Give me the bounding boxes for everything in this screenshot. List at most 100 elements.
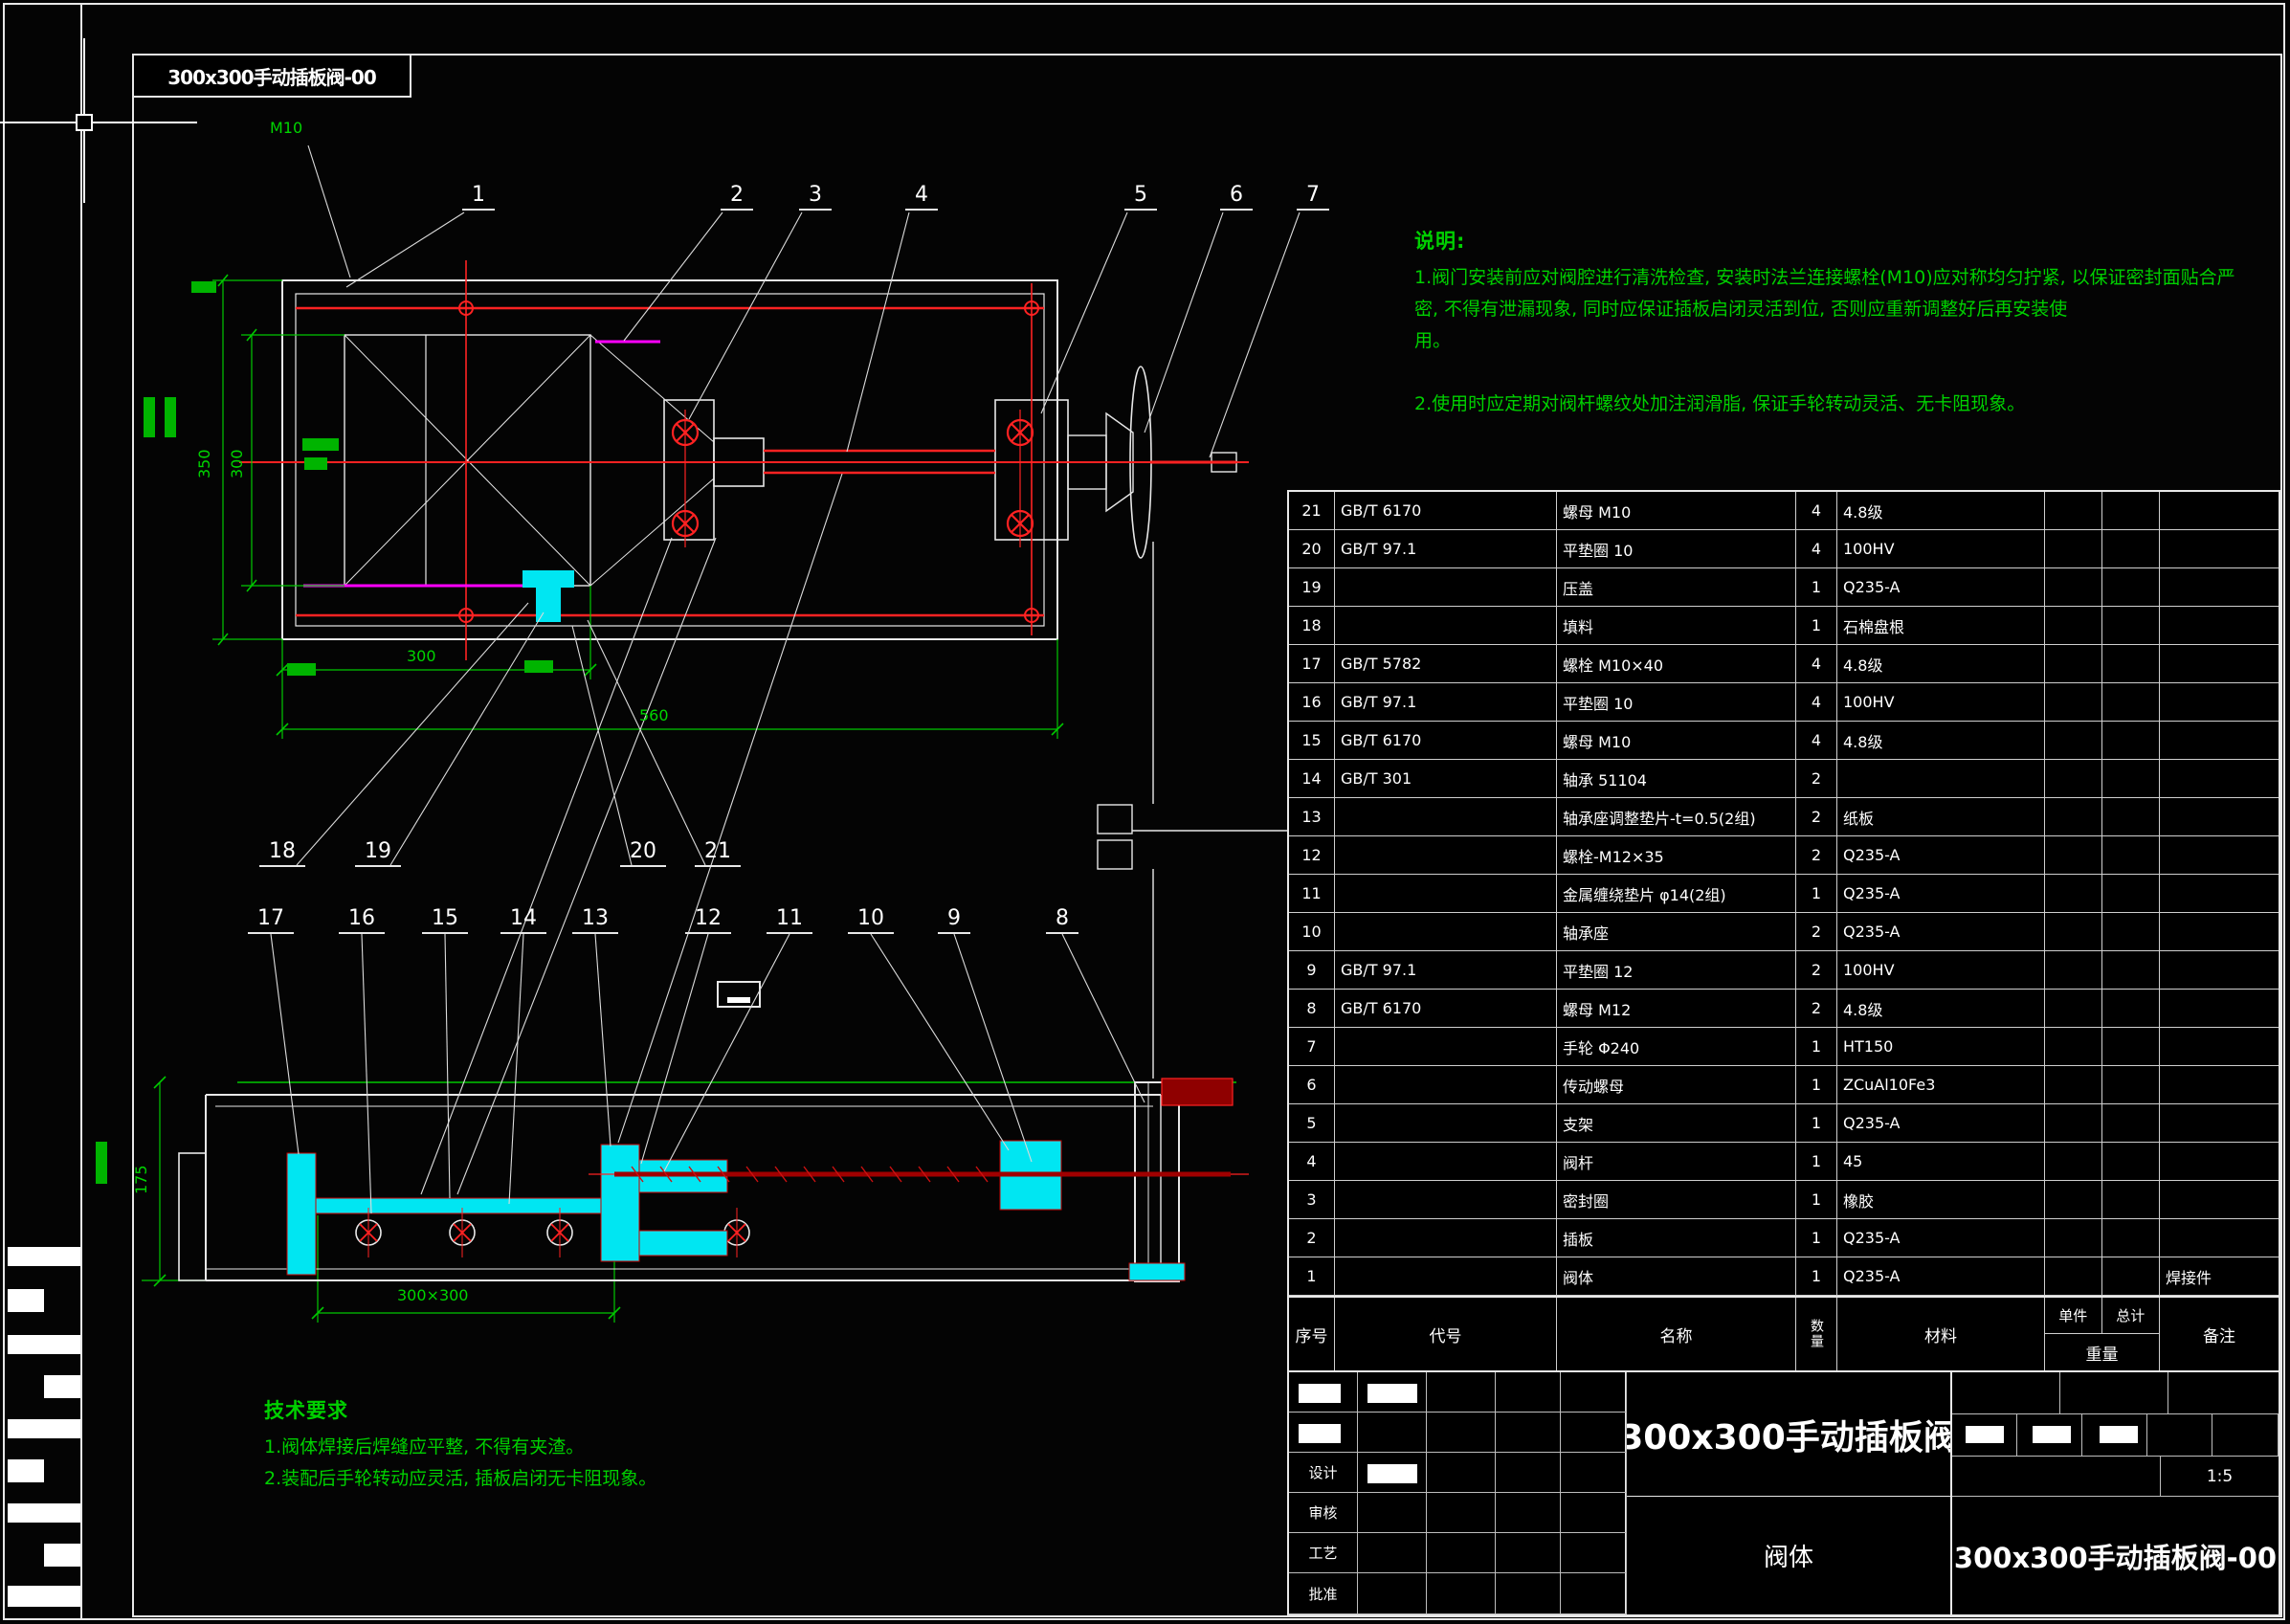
title-block-sign-cell [1561, 1573, 1627, 1614]
bom-cell-w2 [2102, 875, 2160, 913]
bom-cell-note [2160, 1028, 2279, 1066]
bom-cell-note [2160, 607, 2279, 645]
title-block-sign-cell [1289, 1372, 1358, 1413]
bom-cell-w2 [2102, 530, 2160, 568]
bom-cell-mat: ZCuAl10Fe3 [1837, 1066, 2045, 1104]
title-block-sign-cell [1496, 1413, 1561, 1454]
bom-cell-name: 螺母 M10 [1557, 492, 1796, 530]
bom-cell-mat: 45 [1837, 1143, 2045, 1181]
bom-cell-w1 [2045, 951, 2102, 990]
bom-cell-qty: 1 [1796, 875, 1837, 913]
bom-header-qty: 数量 [1809, 1319, 1824, 1349]
bom-cell-no: 20 [1289, 530, 1335, 568]
title-block-sign-cell: 设计 [1289, 1453, 1358, 1494]
bom-cell-w2 [2102, 1257, 2160, 1296]
margin-scale-block [8, 1335, 80, 1354]
illegible-text-block [1299, 1424, 1341, 1443]
bom-header-unit: 单件 [2045, 1298, 2102, 1333]
bom-cell-code: GB/T 5782 [1335, 645, 1557, 683]
bom-cell-note [2160, 530, 2279, 568]
bom-cell-note [2160, 1219, 2279, 1257]
bom-cell-mat: Q235-A [1837, 836, 2045, 875]
bom-cell-w2 [2102, 760, 2160, 798]
bom-cell-name: 轴承座调整垫片-t=0.5(2组) [1557, 798, 1796, 836]
bom-cell-name: 螺栓 M10×40 [1557, 645, 1796, 683]
bom-cell-note [2160, 913, 2279, 951]
title-block-signature-grid: 设计审核工艺批准 [1289, 1372, 1627, 1614]
bom-header-weight-group: 单件 总计 重量 [2045, 1298, 2160, 1370]
bom-cell-note [2160, 875, 2279, 913]
bom-cell-code [1335, 913, 1557, 951]
bom-cell-w1 [2045, 530, 2102, 568]
bom-cell-w2 [2102, 568, 2160, 607]
bom-cell-w1 [2045, 1066, 2102, 1104]
title-block-sign-cell [1358, 1413, 1427, 1454]
bom-cell-w2 [2102, 1181, 2160, 1219]
bom-cell-mat: Q235-A [1837, 1219, 2045, 1257]
bom-cell-name: 支架 [1557, 1104, 1796, 1143]
bom-cell-w1 [2045, 1219, 2102, 1257]
note-line: 2.使用时应定期对阀杆螺纹处加注润滑脂, 保证手轮转动灵活、无卡阻现象。 [1414, 393, 2026, 414]
bom-cell-w2 [2102, 683, 2160, 722]
bom-cell-no: 2 [1289, 1219, 1335, 1257]
bom-cell-no: 18 [1289, 607, 1335, 645]
bom-cell-name: 螺母 M12 [1557, 990, 1796, 1028]
bom-cell-qty: 2 [1796, 951, 1837, 990]
bom-cell-qty: 4 [1796, 683, 1837, 722]
callout-leaders [270, 145, 1301, 1214]
bom-cell-no: 10 [1289, 913, 1335, 951]
title-block-sign-cell [1358, 1533, 1427, 1574]
sheet-outer-border [3, 3, 2285, 1620]
margin-scale-block [8, 1419, 80, 1438]
bom-cell-w1 [2045, 1143, 2102, 1181]
bom-cell-code [1335, 1104, 1557, 1143]
bom-cell-no: 16 [1289, 683, 1335, 722]
bom-cell-mat: 100HV [1837, 683, 2045, 722]
bom-cell-name: 螺栓-M12×35 [1557, 836, 1796, 875]
illegible-text-block [1966, 1426, 2004, 1443]
bom-cell-mat: 4.8级 [1837, 990, 2045, 1028]
bom-cell-w2 [2102, 913, 2160, 951]
bom-cell-code: GB/T 97.1 [1335, 530, 1557, 568]
title-block-sign-cell [1289, 1413, 1358, 1454]
bom-cell-qty: 1 [1796, 1257, 1837, 1296]
bom-cell-name: 平垫圈 10 [1557, 530, 1796, 568]
margin-scale-block [8, 1459, 44, 1482]
title-block-cell [2168, 1372, 2279, 1413]
bom-cell-qty: 1 [1796, 1219, 1837, 1257]
notes-right-lines: 1.阀门安装前应对阀腔进行清洗检查, 安装时法兰连接螺栓(M10)应对称均匀拧紧… [1414, 262, 2235, 420]
bom-cell-mat: Q235-A [1837, 1257, 2045, 1296]
bom-cell-name: 阀体 [1557, 1257, 1796, 1296]
bom-cell-note [2160, 1104, 2279, 1143]
title-block-sign-cell: 批准 [1289, 1573, 1358, 1614]
crosshair-pickbox [76, 114, 93, 131]
binding-margin-line [80, 3, 82, 1620]
bom-cell-qty: 4 [1796, 722, 1837, 760]
bom-cell-code: GB/T 97.1 [1335, 683, 1557, 722]
title-block-sign-cell [1358, 1453, 1427, 1494]
bom-cell-qty: 1 [1796, 1028, 1837, 1066]
bom-cell-no: 3 [1289, 1181, 1335, 1219]
illegible-text-block [2033, 1426, 2071, 1443]
bom-cell-w2 [2102, 1104, 2160, 1143]
notes-left: 技术要求 1.阀体焊接后焊缝应平整, 不得有夹渣。2.装配后手轮转动应灵活, 插… [264, 1395, 857, 1495]
bom-cell-w1 [2045, 645, 2102, 683]
bom-cell-name: 平垫圈 10 [1557, 683, 1796, 722]
bom-cell-w2 [2102, 798, 2160, 836]
bom-cell-name: 手轮 Φ240 [1557, 1028, 1796, 1066]
bom-cell-mat: 石棉盘根 [1837, 607, 2045, 645]
bom-cell-code [1335, 1066, 1557, 1104]
bom-cell-mat: Q235-A [1837, 568, 2045, 607]
